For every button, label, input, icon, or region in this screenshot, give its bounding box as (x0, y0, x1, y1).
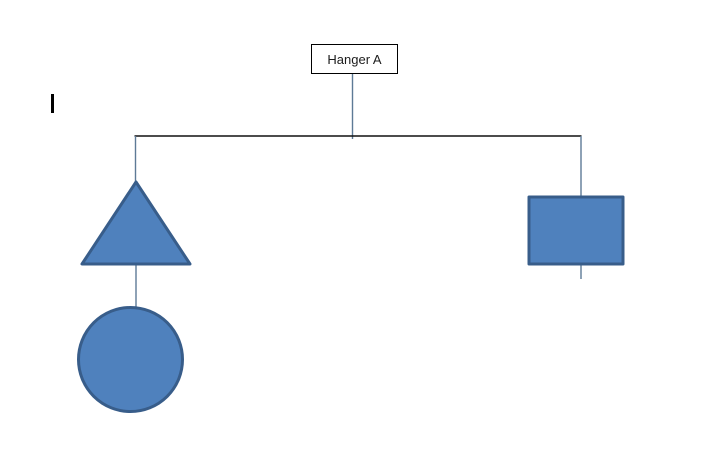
circle-shape[interactable] (77, 306, 184, 413)
rectangle-shape[interactable] (527, 195, 625, 266)
triangle-shape[interactable] (80, 180, 192, 266)
hanger-a-label: Hanger A (327, 51, 382, 67)
hanger-a-label-box[interactable]: Hanger A (311, 44, 398, 74)
text-cursor (51, 94, 54, 113)
